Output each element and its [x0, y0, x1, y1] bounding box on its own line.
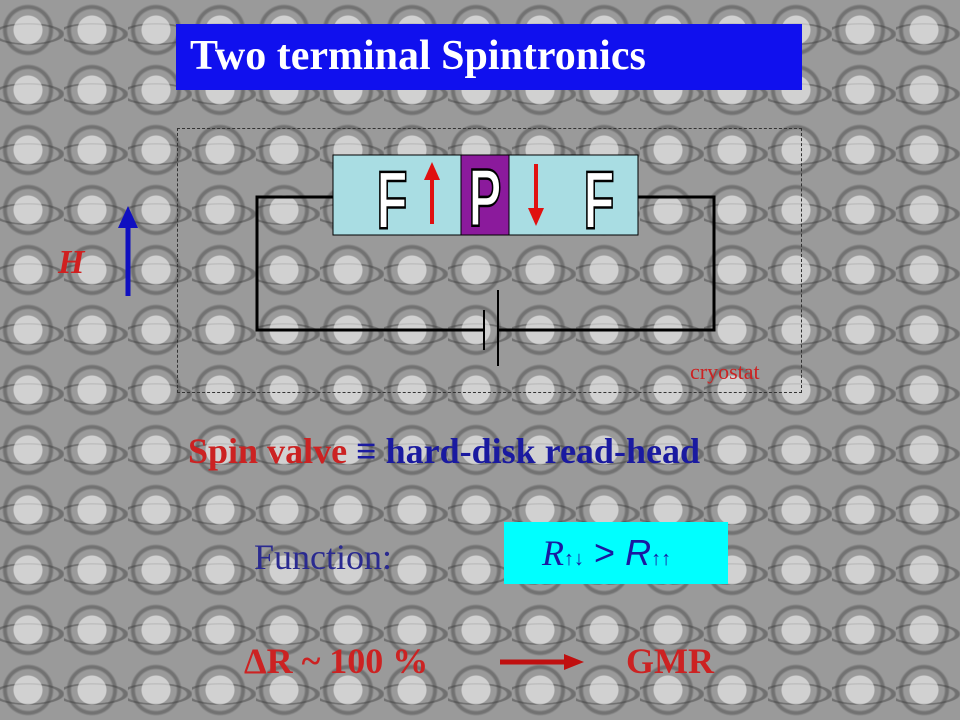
cryostat-label: cryostat — [690, 359, 760, 384]
relation-operator: > — [594, 532, 616, 573]
delta-r-text: ΔR ~ 100 % — [244, 641, 429, 681]
circuit-wire-left — [255, 195, 484, 332]
gmr-label: GMR — [626, 641, 714, 681]
read-head-text: hard-disk read-head — [385, 431, 700, 471]
resistance-relation-box: R↑↓ > R↑↑ — [504, 522, 728, 584]
gmr-arrow-icon — [500, 654, 584, 670]
magnetization-down-arrow-icon — [528, 164, 544, 226]
spin-valve-text: Spin valve — [188, 431, 348, 471]
field-label: H — [58, 244, 85, 281]
resistance-relation: R↑↓ > R↑↑ — [542, 532, 671, 574]
cryostat-boundary — [177, 128, 802, 393]
title-banner: Two terminal Spintronics — [176, 24, 802, 90]
equivalence-symbol: ≡ — [356, 431, 377, 471]
layer-label-p: P — [469, 153, 502, 244]
relation-lhs-sub: ↑↓ — [564, 548, 584, 570]
circuit-wire-right — [498, 195, 716, 332]
layer-label-left-f: F — [376, 155, 407, 246]
relation-lhs: R — [542, 533, 564, 573]
magnetization-up-arrow-icon — [424, 162, 440, 224]
spin-valve-caption: Spin valve ≡ hard-disk read-head — [188, 430, 700, 472]
relation-rhs-sub: ↑↑ — [651, 548, 672, 570]
paramagnet-layer — [460, 154, 510, 236]
relation-rhs: R — [625, 532, 652, 573]
field-arrow-icon — [118, 206, 138, 296]
function-label: Function: — [254, 537, 393, 577]
ferromagnet-right-layer — [508, 154, 639, 236]
page-title: Two terminal Spintronics — [190, 33, 646, 79]
ferromagnet-left-layer — [332, 154, 462, 236]
layer-label-right-f: F — [583, 155, 614, 246]
